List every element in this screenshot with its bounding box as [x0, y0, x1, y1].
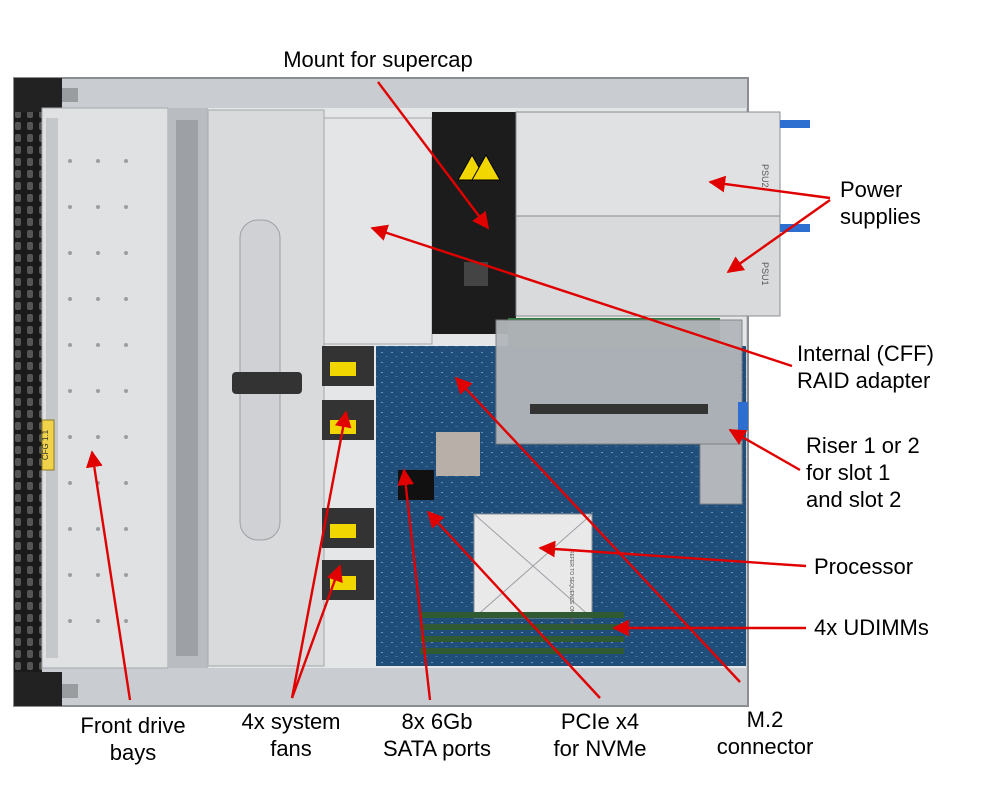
rack-ear-bottom: [14, 672, 62, 706]
front-bezel: [14, 78, 42, 706]
label-fans: 4x system fans: [241, 709, 341, 761]
front-tag-text: CFG 1.1: [41, 429, 50, 460]
psu-bottom-label: PSU1: [760, 262, 770, 286]
sata-ports: [398, 470, 434, 500]
label-power-supplies: Power supplies: [840, 177, 921, 229]
label-pcie: PCIe x4 for NVMe: [553, 709, 647, 761]
power-supply-top: [515, 111, 781, 217]
heatsink-label: REFER TO SEQUENCE ON LABEL: [568, 550, 574, 631]
label-supercap: Mount for supercap: [283, 47, 473, 72]
label-front-drive-bays: Front drive bays: [80, 713, 186, 765]
label-raid-adapter: Internal (CFF) RAID adapter: [797, 341, 934, 393]
label-sata: 8x 6Gb SATA ports: [382, 709, 491, 761]
rack-ear-top: [14, 78, 62, 112]
label-processor: Processor: [814, 554, 914, 579]
label-m2: M.2 connector: [716, 707, 814, 759]
top-baffle: [323, 117, 433, 345]
power-supply-bottom: [515, 215, 781, 317]
psu-top-label: PSU2: [760, 164, 770, 188]
label-udimms: 4x UDIMMs: [814, 615, 929, 640]
label-riser: Riser 1 or 2 for slot 1 and slot 2: [806, 433, 920, 512]
supercap-mount: [432, 112, 516, 334]
riser-cage: [495, 319, 743, 445]
